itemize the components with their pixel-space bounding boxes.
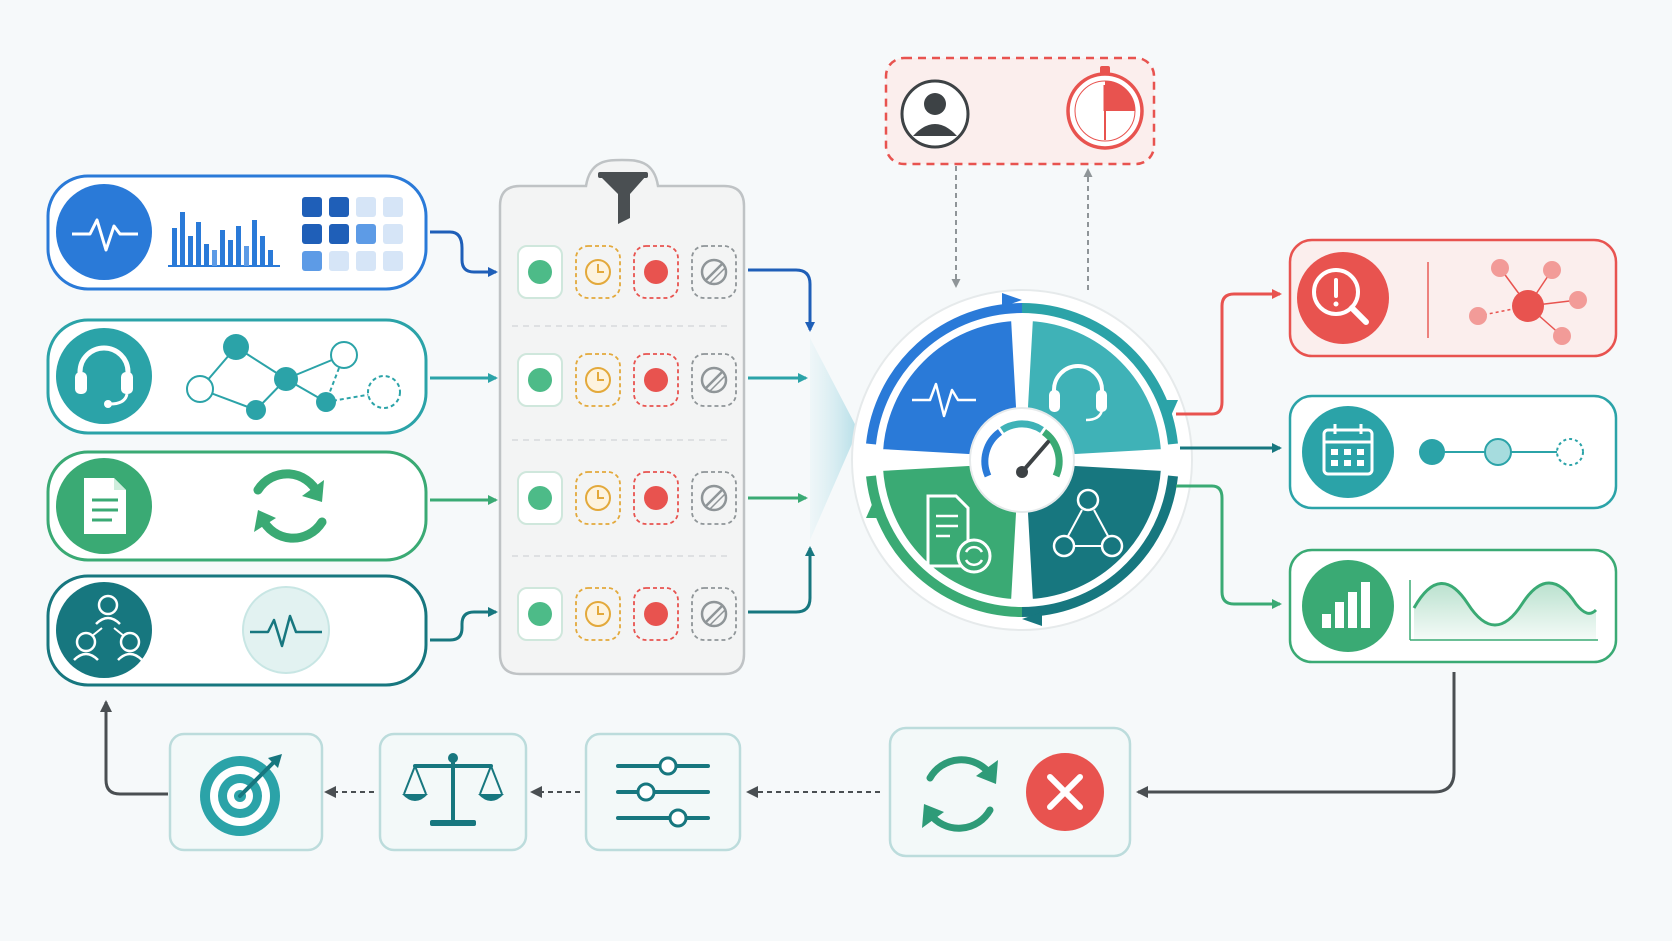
pending-status-icon: [585, 485, 611, 511]
filter-row: [517, 471, 737, 525]
pass-status-icon: [528, 260, 552, 284]
pending-status-icon: [585, 259, 611, 285]
refresh-icon: [922, 756, 998, 832]
refresh-cycle-icon: [253, 469, 327, 543]
sliders-icon: [616, 756, 710, 828]
filter-row: [517, 353, 737, 407]
source-card-support[interactable]: [46, 318, 428, 435]
fail-status-icon: [644, 602, 668, 626]
document-refresh-icon: [926, 494, 992, 574]
output-card-alert[interactable]: [1288, 238, 1618, 358]
pending-status-icon: [585, 601, 611, 627]
output-card-schedule[interactable]: [1288, 394, 1618, 510]
filter-connectors: [748, 268, 815, 614]
feedback-to-source-connector: [100, 700, 168, 796]
filter-row: [517, 245, 737, 299]
pass-status-icon: [528, 602, 552, 626]
calendar-icon: [1302, 406, 1394, 498]
retry-cancel-step[interactable]: [888, 726, 1132, 858]
target-step[interactable]: [168, 732, 324, 852]
headset-icon: [56, 328, 152, 424]
source-card-monitoring[interactable]: [46, 174, 428, 291]
blocked-status-icon: [700, 258, 728, 286]
tile-grid-icon: [302, 197, 403, 271]
fail-status-icon: [644, 260, 668, 284]
cancel-icon: [1026, 753, 1104, 831]
blocked-status-icon: [700, 366, 728, 394]
user-icon: [900, 79, 970, 149]
source-card-teams[interactable]: [46, 574, 428, 687]
alert-search-icon: [1297, 252, 1389, 344]
target-icon: [200, 754, 282, 836]
filter-panel: [498, 158, 746, 676]
source-card-documents[interactable]: [46, 450, 428, 562]
fail-status-icon: [644, 486, 668, 510]
gauge-icon: [969, 407, 1075, 513]
blocked-status-icon: [700, 484, 728, 512]
feedback-return-connector: [1136, 672, 1456, 798]
escalation-box: [884, 56, 1156, 166]
timer-icon: [1066, 66, 1144, 150]
pulse-circle-icon: [242, 586, 330, 674]
pulse-icon: [912, 382, 976, 418]
scale-icon: [402, 753, 504, 826]
hub: [851, 289, 1193, 631]
cluster-graph-icon: [1469, 259, 1587, 345]
pass-status-icon: [528, 486, 552, 510]
output-connectors: [1176, 289, 1282, 609]
pending-status-icon: [585, 367, 611, 393]
fail-status-icon: [644, 368, 668, 392]
convergence-glow: [810, 338, 858, 540]
blocked-status-icon: [700, 600, 728, 628]
timeline-icon: [1419, 438, 1584, 466]
pass-status-icon: [528, 368, 552, 392]
tuning-step[interactable]: [584, 732, 742, 852]
network-people-icon: [1052, 488, 1124, 558]
output-card-metrics[interactable]: [1288, 548, 1618, 664]
balance-step[interactable]: [378, 732, 528, 852]
bar-chart-icon: [168, 212, 280, 267]
headset-icon: [1049, 364, 1107, 422]
wave-area-icon: [1409, 580, 1598, 641]
bar-chart-icon: [1302, 560, 1394, 652]
filter-row: [517, 587, 737, 641]
pulse-icon: [56, 184, 152, 280]
source-connectors: [430, 230, 498, 642]
network-graph: [186, 334, 401, 420]
funnel-icon: [598, 172, 648, 224]
